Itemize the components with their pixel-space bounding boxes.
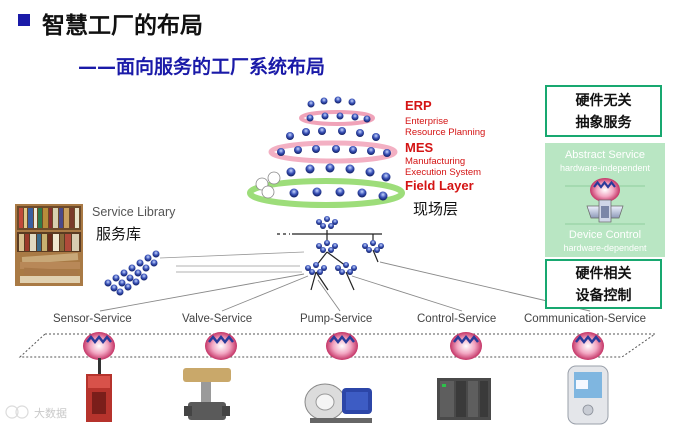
- erp-nodes: [306, 96, 371, 123]
- abstract-service-title: Abstract Service: [564, 149, 646, 161]
- valve-service-label: Valve-Service: [182, 313, 253, 325]
- communication-service-label: Communication-Service: [524, 313, 647, 325]
- erp-label: ERP: [405, 98, 432, 113]
- service-disc-control: [450, 332, 482, 360]
- erp-desc-1: Enterprise: [405, 116, 449, 127]
- plc-controller-image: [437, 378, 491, 420]
- sensor-service-label: Sensor-Service: [53, 313, 132, 325]
- service-disc-communication: [572, 332, 604, 360]
- title-bullet-icon: [18, 14, 30, 26]
- mes-label: MES: [405, 140, 434, 155]
- watermark-logo-icon: [5, 405, 29, 419]
- hardware-independent-box: 硬件无关 抽象服务: [545, 85, 662, 137]
- page-title: 智慧工厂的布局: [42, 13, 203, 39]
- hardware-independent-line1: 硬件无关: [575, 93, 632, 109]
- pda-device-image: [567, 365, 609, 425]
- service-disc-sensor: [83, 332, 115, 360]
- hardware-independent-line2: 抽象服务: [575, 115, 632, 131]
- field-nodes: [255, 163, 391, 201]
- tree-nodes: [305, 216, 384, 275]
- mes-desc-2: Execution System: [405, 167, 482, 178]
- hardware-dependent-line2: 设备控制: [575, 288, 632, 304]
- pump-service-label: Pump-Service: [300, 313, 373, 325]
- library-node-cluster: [104, 250, 160, 296]
- hardware-dependent-line1: 硬件相关: [575, 266, 632, 282]
- field-ring: [247, 178, 405, 208]
- service-library-cn-label: 服务库: [96, 225, 142, 243]
- control-service-label: Control-Service: [417, 313, 497, 325]
- bookshelf-image: [15, 204, 83, 286]
- device-control-sub: hardware-dependent: [563, 243, 647, 253]
- field-layer-label: Field Layer: [405, 178, 474, 193]
- mes-ring: [268, 140, 398, 164]
- abstract-service-disc: [590, 178, 620, 202]
- watermark-text: 大数据: [34, 407, 67, 420]
- service-disc-pump: [326, 332, 358, 360]
- page-subtitle: ——面向服务的工厂系统布局: [78, 56, 326, 78]
- hardware-dependent-box: 硬件相关 设备控制: [545, 259, 662, 309]
- service-library-label: Service Library: [92, 205, 176, 219]
- field-layer-cn-label: 现场层: [413, 200, 459, 218]
- device-control-title: Device Control: [568, 229, 642, 241]
- device-bolt-icon: [586, 199, 624, 223]
- sensor-device-image: [86, 358, 112, 422]
- library-links: [159, 251, 305, 273]
- valve-device-image: [183, 368, 231, 420]
- mes-nodes: [277, 127, 391, 157]
- service-disc-valve: [205, 332, 237, 360]
- erp-desc-2: Resource Planning: [405, 127, 486, 138]
- pump-device-image: [304, 383, 372, 423]
- erp-ring: [299, 110, 375, 126]
- abstract-service-sub: hardware-independent: [559, 163, 651, 173]
- service-links: [99, 261, 591, 312]
- mes-desc-1: Manufacturing: [405, 156, 466, 167]
